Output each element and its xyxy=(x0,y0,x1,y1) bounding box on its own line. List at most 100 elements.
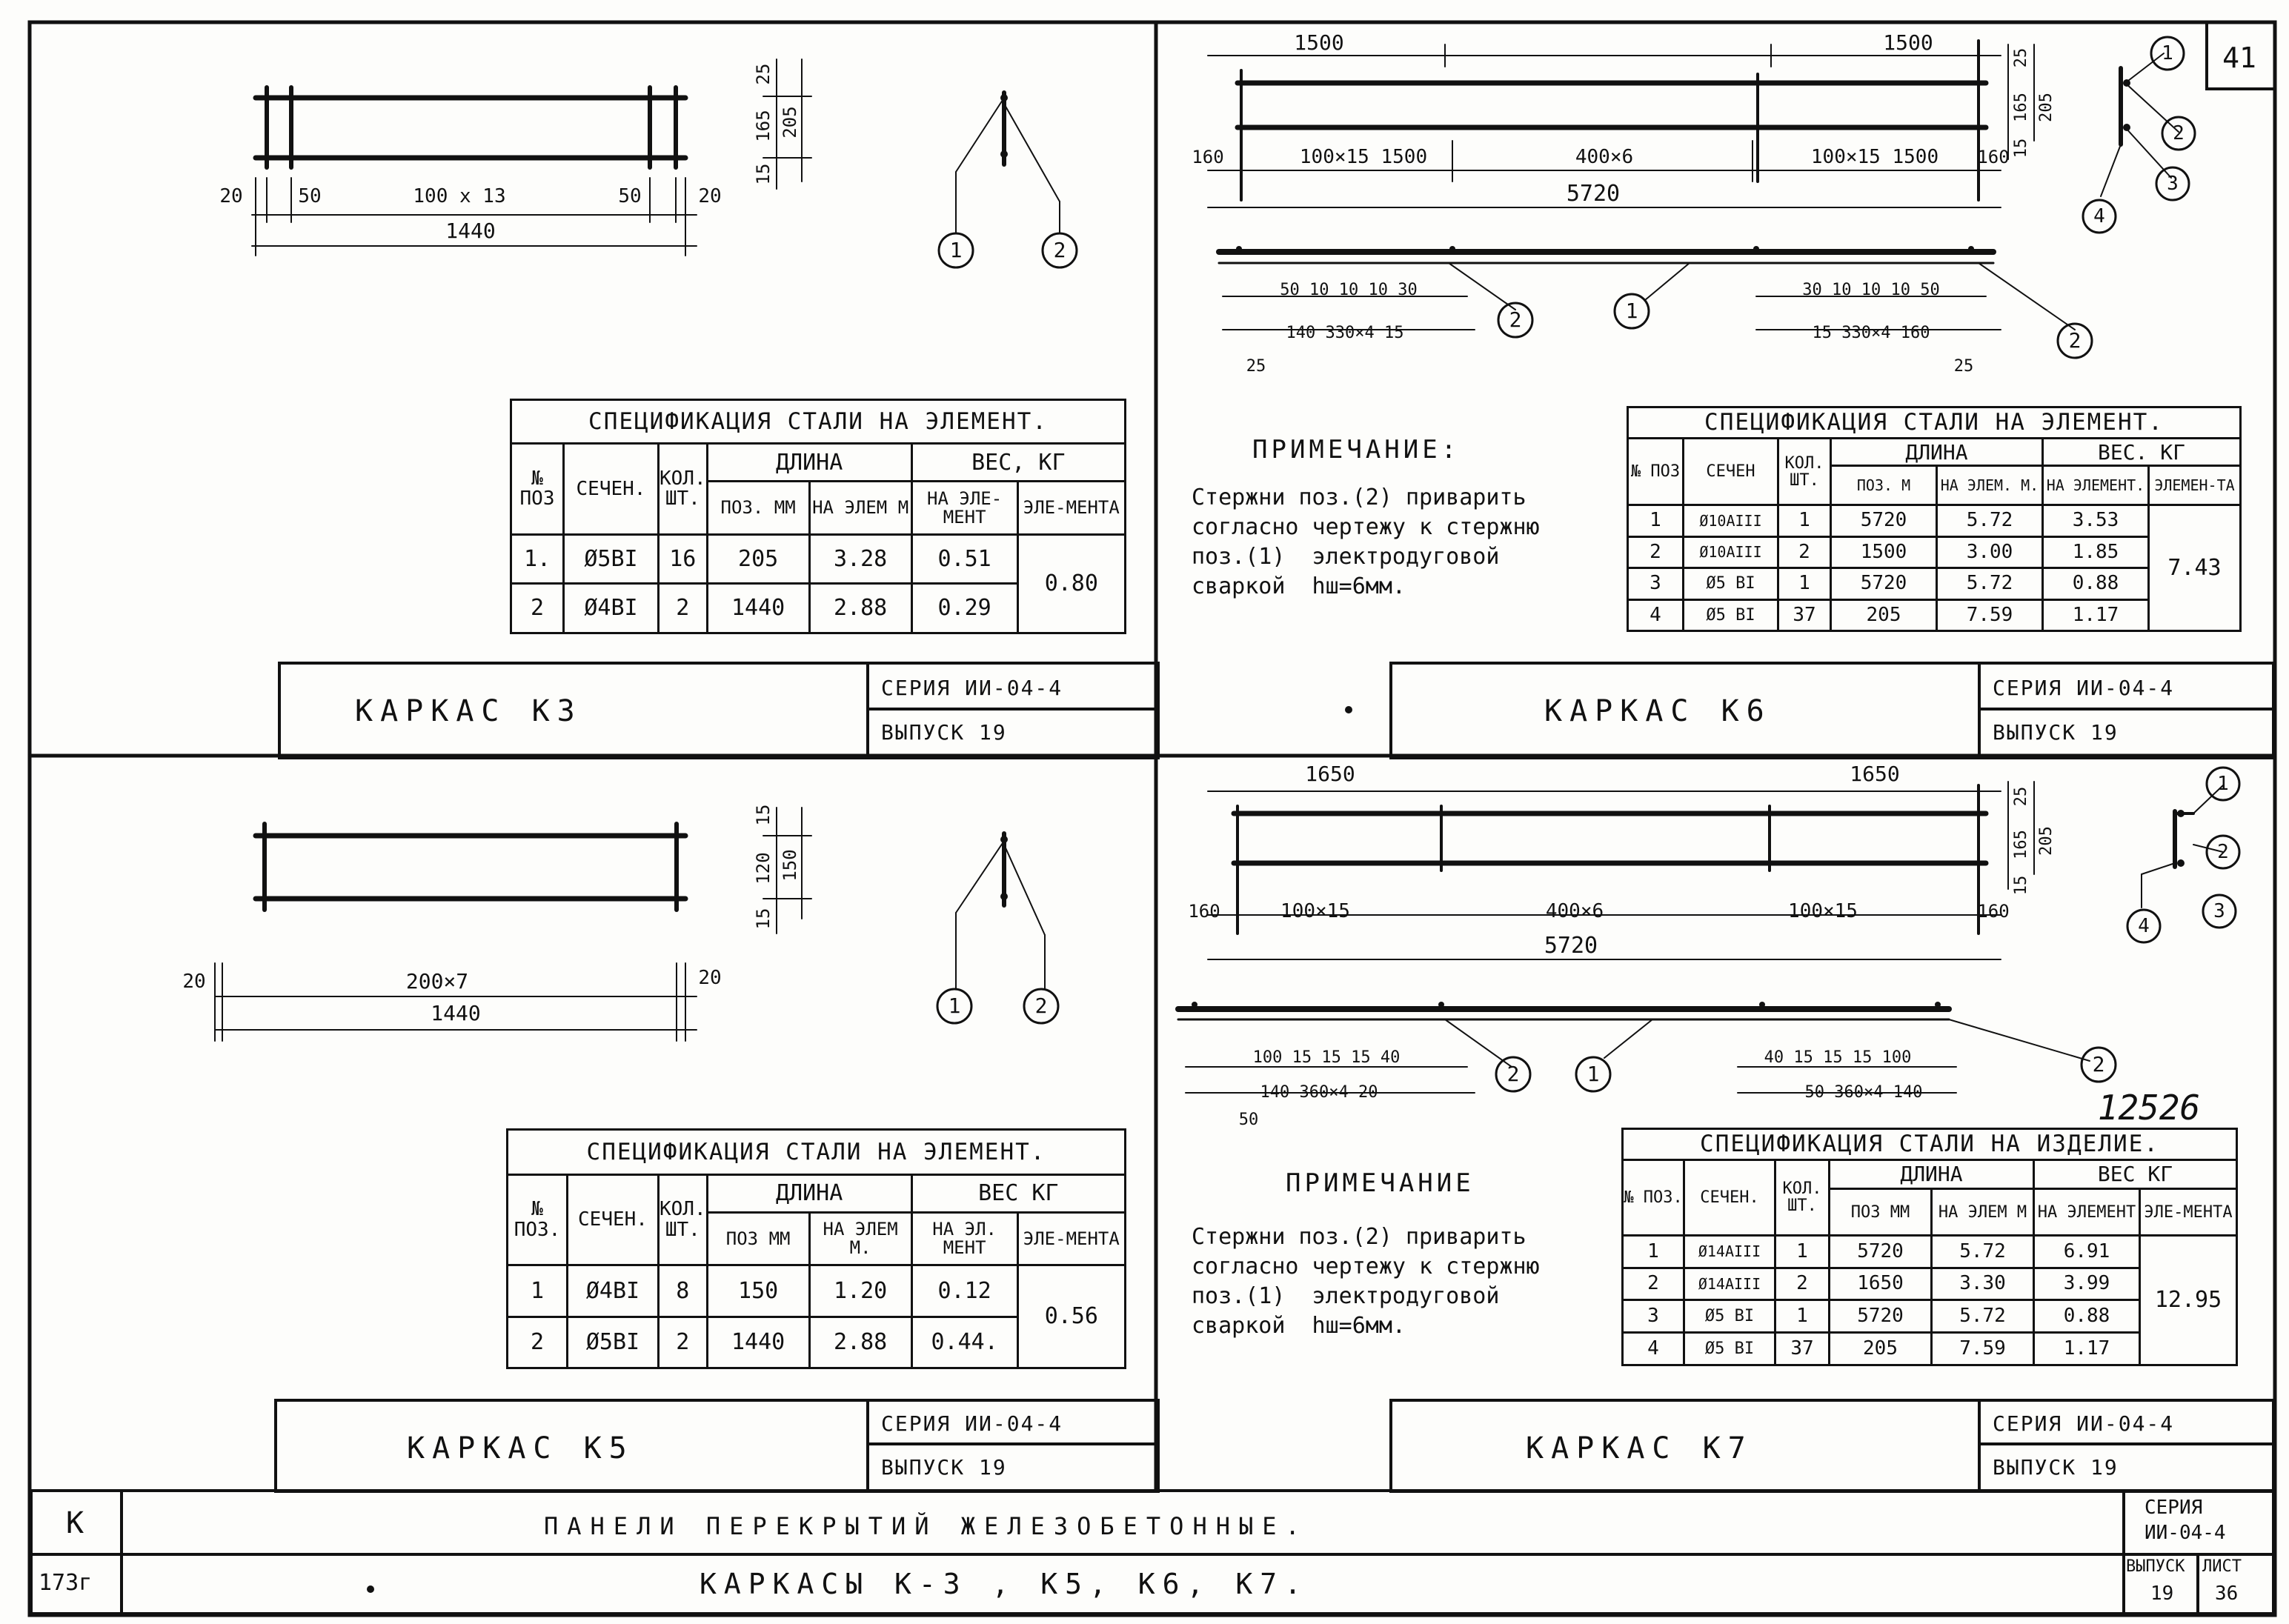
k7-r2-no: 2 xyxy=(1621,1266,1685,1302)
k3-r2-m: 2.88 xyxy=(808,582,913,634)
k6-r1-sec: Ø10AIII xyxy=(1682,504,1779,538)
k3-r2-qty: 2 xyxy=(657,582,708,634)
k7-dim-v4: 205 xyxy=(2037,826,2056,856)
k7-detail-right-a: 40 15 15 15 100 xyxy=(1764,1048,1912,1067)
k5-r1-m: 1.20 xyxy=(808,1264,913,1318)
k6-spec-h-len-el: НА ЭЛЕМ. М. xyxy=(1936,465,2044,507)
k6-r4-mm: 205 xyxy=(1830,598,1938,633)
k5-r1-sec: Ø4BI xyxy=(566,1264,660,1318)
k7-r1-qty: 1 xyxy=(1774,1234,1830,1269)
k7-r1-no: 1 xyxy=(1621,1234,1685,1269)
k5-r2-kg: 0.44. xyxy=(910,1315,1019,1370)
table-row: 1 Ø14AIII 1 5720 5.72 6.91 12.95 xyxy=(1621,1234,2238,1367)
k7-dim-b2: 100×15 xyxy=(1280,900,1350,922)
k6-note-title: ПРИМЕЧАНИЕ: xyxy=(1252,435,1461,465)
k6-detail-right-c: 25 xyxy=(1953,357,1974,376)
k5-dim-middle: 200×7 xyxy=(405,969,469,994)
k3-spec-h-sec: СЕЧЕН. xyxy=(562,442,660,536)
k7-title: КАРКАС К7 xyxy=(1526,1431,1753,1465)
k7-dim-b3: 400×6 xyxy=(1545,900,1604,922)
k6-r2-sec: Ø10AIII xyxy=(1682,535,1779,570)
k3-callout-2: 2 xyxy=(1053,238,1066,262)
k3-spec-total: 0.80 xyxy=(1016,533,1127,634)
k7-section xyxy=(2126,766,2241,944)
k6-r1-mm: 5720 xyxy=(1830,504,1938,538)
k6-dim-v2: 165 xyxy=(2012,93,2030,122)
k6-r3-m: 5.72 xyxy=(1936,567,2044,601)
k6-r3-no: 3 xyxy=(1627,567,1684,601)
k6-dim-total: 5720 xyxy=(1566,181,1621,207)
k5-dim-right: 20 xyxy=(698,967,722,989)
sheet-title-line2: КАРКАСЫ К-3 , К5, К6, К7. xyxy=(700,1568,1309,1600)
k6-sec-callout-1: 1 xyxy=(2162,42,2173,64)
table-row: 1. Ø5BI 16 205 3.28 0.51 0.80 xyxy=(510,533,1127,634)
k5-spec-h-sec: СЕЧЕН. xyxy=(566,1174,660,1267)
k6-section xyxy=(2082,36,2196,234)
k6-r2-no: 2 xyxy=(1627,535,1684,570)
k3-section xyxy=(937,90,1078,269)
k6-r1-no: 1 xyxy=(1627,504,1684,538)
k7-dim-b4: 100×15 xyxy=(1788,900,1858,922)
k5-r1-qty: 8 xyxy=(657,1264,708,1318)
k6-r3-kg: 0.88 xyxy=(2042,567,2150,601)
sheet-page-value: 36 xyxy=(2215,1583,2239,1605)
table-row: 4 Ø5 BI 37 205 7.59 1.17 xyxy=(1621,1331,2237,1366)
k3-spec-h-wt: ВЕС, КГ xyxy=(910,442,1127,483)
k7-r3-sec: Ø5 BI xyxy=(1683,1299,1776,1334)
k3-plan xyxy=(251,59,812,256)
k7-sec-callout-3: 3 xyxy=(2213,900,2225,922)
k7-r3-no: 3 xyxy=(1621,1299,1685,1334)
k7-r3-m: 5.72 xyxy=(1930,1299,2035,1334)
sheet-issue-value: 19 xyxy=(2150,1583,2174,1605)
k3-dim-middle: 100 x 13 xyxy=(413,185,506,207)
k6-dim-b4: 100×15 1500 xyxy=(1810,146,1939,168)
k6-title-block: КАРКАС К6 СЕРИЯ ИИ-04-4 ВЫПУСК 19 xyxy=(1389,662,2275,759)
k6-note-text: Стержни поз.(2) приварить согласно черте… xyxy=(1192,485,1540,599)
k6-dim-v3: 15 xyxy=(2012,138,2030,159)
k6-r4-m: 7.59 xyxy=(1936,598,2044,633)
k6-spec-h-no: № ПОЗ xyxy=(1627,437,1684,507)
k6-r2-qty: 2 xyxy=(1777,535,1832,570)
k6-r3-qty: 1 xyxy=(1777,567,1832,601)
k7-series: СЕРИЯ ИИ-04-4 xyxy=(1993,1411,2175,1436)
k3-dim-v2: 165 xyxy=(753,110,774,142)
k7-dim-b1: 160 xyxy=(1188,901,1220,922)
table-row: 2 Ø5BI 2 1440 2.88 0.44. xyxy=(506,1315,1126,1370)
k7-dim-v2: 165 xyxy=(2012,830,2030,859)
k3-spec-h-no: № ПОЗ xyxy=(510,442,565,536)
sheet-number: 41 xyxy=(2222,41,2256,74)
k7-r4-qty: 37 xyxy=(1774,1331,1830,1366)
k7-spec-h-wt-el: НА ЭЛЕМЕНТ xyxy=(2033,1188,2141,1237)
table-row: 2 Ø14AIII 2 1650 3.30 3.99 xyxy=(1621,1266,2237,1302)
k5-dim-v3: 15 xyxy=(753,908,774,930)
k7-issue: ВЫПУСК 19 xyxy=(1993,1455,2119,1480)
k7-sec-callout-1: 1 xyxy=(2217,773,2229,795)
k6-dim-b5: 160 xyxy=(1977,147,2010,167)
k5-r2-sec: Ø5BI xyxy=(566,1315,660,1370)
weld-dots xyxy=(367,79,2185,1593)
table-row: 1 Ø10AIII 1 5720 5.72 3.53 7.43 xyxy=(1627,504,2242,632)
k7-callout-2b: 2 xyxy=(2092,1052,2105,1076)
k3-title-block: КАРКАС К3 СЕРИЯ ИИ-04-4 ВЫПУСК 19 xyxy=(278,662,1160,759)
k3-r1-qty: 16 xyxy=(657,533,708,585)
k6-r1-qty: 1 xyxy=(1777,504,1832,538)
k6-spec-h-len-pos: ПОЗ. М xyxy=(1830,465,1938,507)
k5-r2-mm: 1440 xyxy=(705,1315,811,1370)
k6-dim-v1: 25 xyxy=(2012,47,2030,68)
k7-dim-top-right: 1650 xyxy=(1850,762,1900,786)
k7-spec-h-sec: СЕЧЕН. xyxy=(1683,1158,1776,1237)
sheet-series-value: ИИ-04-4 xyxy=(2145,1522,2226,1544)
k6-dim-b1: 160 xyxy=(1192,147,1224,167)
sheet-code-top: К xyxy=(66,1506,84,1540)
k6-callout-2: 2 xyxy=(1509,307,1522,332)
k6-r4-no: 4 xyxy=(1627,598,1684,633)
k6-spec-h-qty: КОЛ. ШТ. xyxy=(1777,437,1832,507)
k5-spec-h-len-el: НА ЭЛЕМ М. xyxy=(808,1211,913,1267)
k7-dim-v3: 15 xyxy=(2012,875,2030,896)
k5-dim-v1: 15 xyxy=(753,804,774,826)
k3-r2-no: 2 xyxy=(510,582,565,634)
k7-spec-h-no: № ПОЗ. xyxy=(1621,1158,1685,1237)
k6-spec-caption: СПЕЦИФИКАЦИЯ СТАЛИ НА ЭЛЕМЕНТ. xyxy=(1627,405,2242,440)
k7-spec-h-qty: КОЛ. ШТ. xyxy=(1774,1158,1830,1237)
k5-r1-kg: 0.12 xyxy=(910,1264,1019,1318)
